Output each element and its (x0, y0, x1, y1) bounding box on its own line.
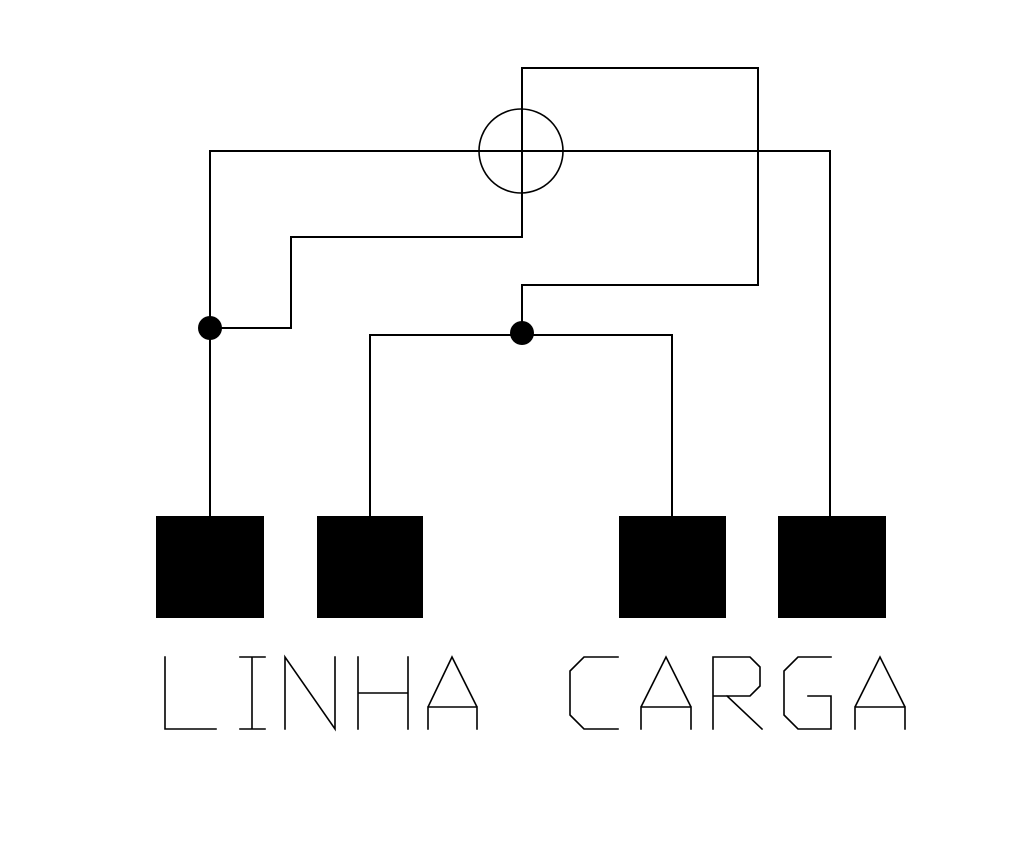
terminal-block-2 (317, 516, 423, 618)
junction-dot-left-icon (198, 316, 222, 340)
wire-left-step (209, 107, 523, 329)
wire-top-loop (521, 67, 759, 335)
wires (209, 67, 831, 517)
terminal-block-4 (778, 516, 886, 618)
terminal-block-3 (619, 516, 726, 618)
label-carga-glyphs (569, 655, 906, 731)
wire-inner-bus (369, 334, 673, 517)
junction-dot-center-icon (510, 321, 534, 345)
label-linha-glyphs (164, 654, 478, 732)
junction-dots (198, 316, 534, 345)
meter-circle-icon (478, 108, 564, 194)
terminal-blocks (156, 516, 886, 618)
terminal-block-1 (156, 516, 264, 618)
